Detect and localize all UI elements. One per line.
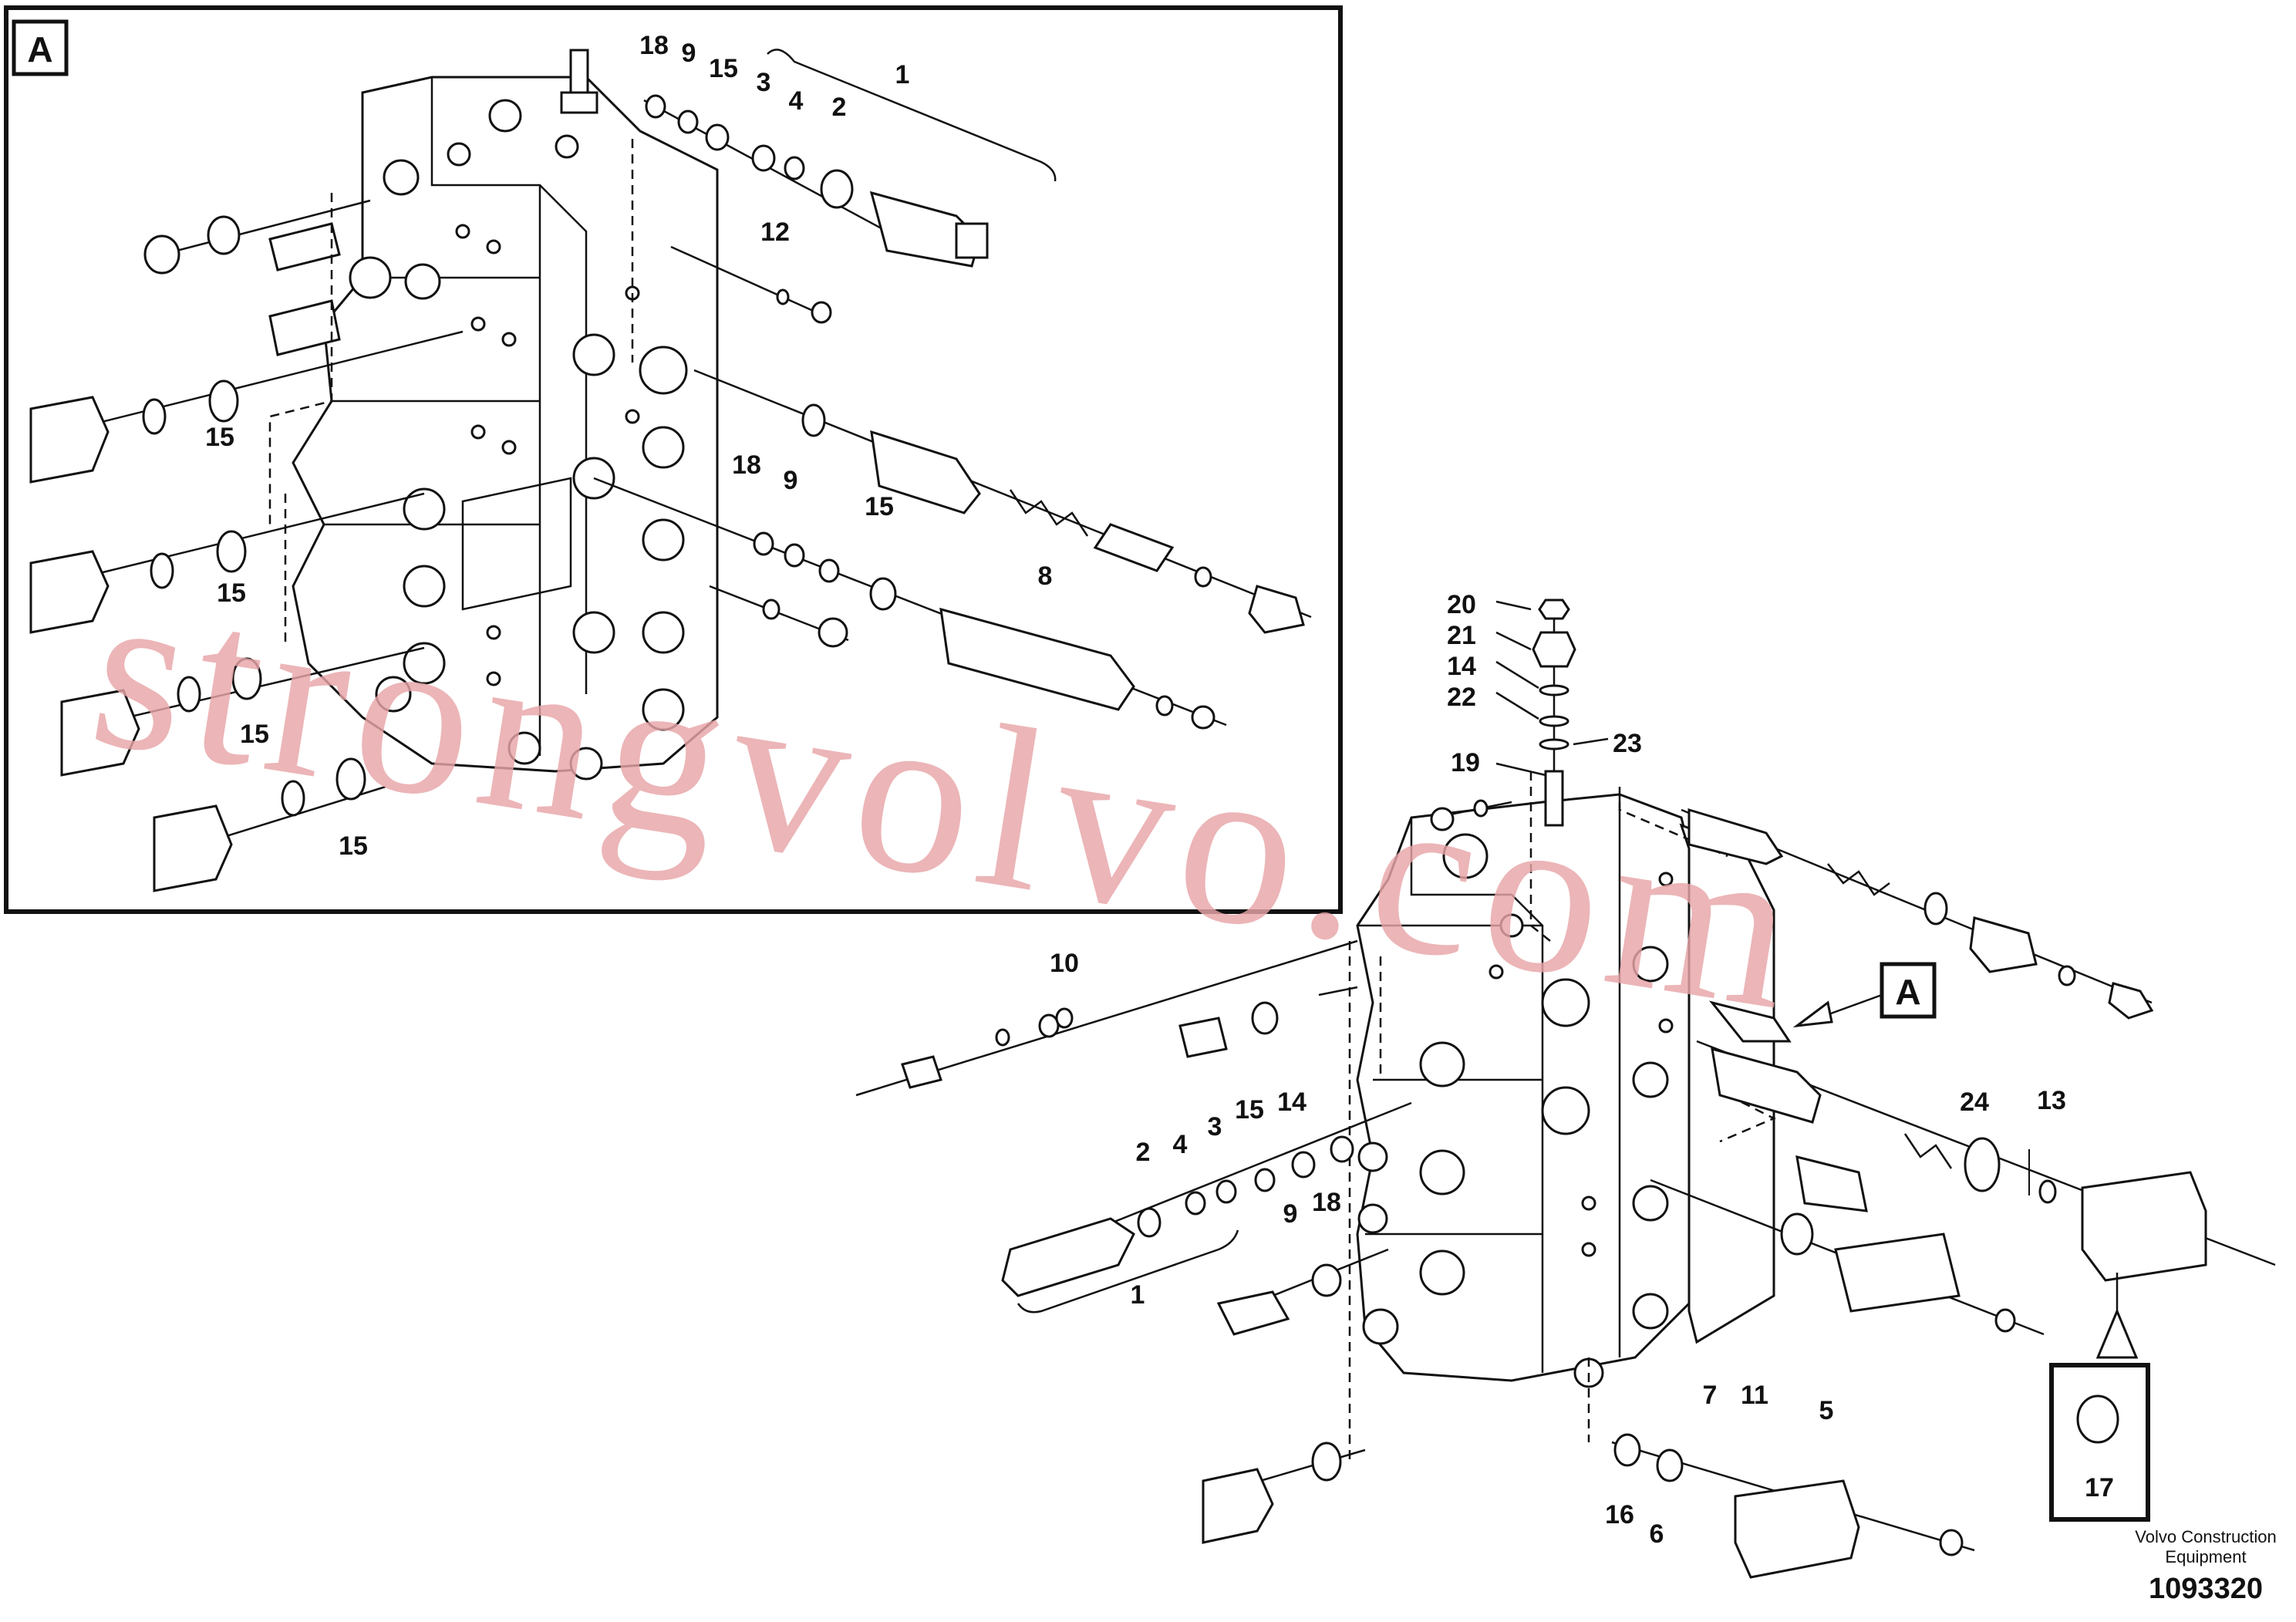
main-label-14: 14 <box>1447 652 1476 681</box>
inset-label-9: 9 <box>784 466 798 495</box>
inset-label-3: 3 <box>757 68 771 97</box>
main-label-10: 10 <box>1050 949 1079 978</box>
main-label-7: 7 <box>1703 1381 1718 1410</box>
main-assembly <box>1348 787 1776 1465</box>
inset-relief-valve-8 <box>593 477 1227 730</box>
inset-label-8: 8 <box>1038 561 1053 591</box>
detail-callout-box <box>12 19 69 76</box>
inset-left-plugs <box>29 193 464 892</box>
main-label-15: 15 <box>1235 1095 1264 1125</box>
main-label-2: 2 <box>1136 1138 1151 1167</box>
main-label-13: 13 <box>2037 1086 2066 1115</box>
main-right-spool <box>1696 1000 2276 1522</box>
inset-label-9: 9 <box>682 39 696 68</box>
main-label-6: 6 <box>1650 1519 1664 1549</box>
inset-label-2: 2 <box>832 93 847 122</box>
reference-callout-a: A <box>1792 962 1937 1028</box>
main-label-5: 5 <box>1819 1396 1834 1425</box>
main-label-19: 19 <box>1451 748 1480 777</box>
inset-label-15: 15 <box>240 720 269 749</box>
main-label-1: 1 <box>1131 1280 1145 1310</box>
main-label-4: 4 <box>1173 1130 1188 1159</box>
main-label-11: 11 <box>1741 1381 1768 1410</box>
inset-valve-body <box>292 49 719 781</box>
inset-label-15: 15 <box>217 578 246 608</box>
main-left-relief-valve <box>1001 1101 1412 1313</box>
inset-bolt-12 <box>670 245 832 324</box>
main-label-21: 21 <box>1447 621 1476 650</box>
main-left-lower-plug <box>1202 1248 1389 1544</box>
main-label-17: 17 <box>2085 1473 2114 1502</box>
document-number: 1093320 <box>2149 1573 2263 1605</box>
inset-label-15: 15 <box>205 423 234 452</box>
main-top-left-bolt <box>1430 799 1512 831</box>
publisher-footer: Volvo Construction Equipment 1093320 <box>2135 1527 2276 1605</box>
inset-label-15: 15 <box>709 54 738 83</box>
publisher-line-2: Equipment <box>2165 1547 2246 1566</box>
inset-mid-spool <box>693 369 1312 634</box>
main-label-23: 23 <box>1613 729 1642 758</box>
inset-label-15: 15 <box>339 831 368 861</box>
detail-callout-letter: A <box>27 29 52 69</box>
main-right-cover <box>1650 1179 2045 1336</box>
reference-callout-letter: A <box>1895 972 1920 1012</box>
inset-label-12: 12 <box>760 218 790 247</box>
main-top-stud-stack <box>1495 599 1609 942</box>
main-left-bolt-10 <box>855 939 1358 1097</box>
main-label-18: 18 <box>1312 1188 1341 1217</box>
inset-label-1: 1 <box>895 60 910 89</box>
inset-label-15: 15 <box>865 492 894 521</box>
main-label-20: 20 <box>1447 590 1476 619</box>
inset-label-18: 18 <box>639 31 669 60</box>
publisher-line-1: Volvo Construction <box>2135 1527 2276 1546</box>
main-label-24: 24 <box>1960 1088 1989 1117</box>
main-label-22: 22 <box>1447 683 1476 712</box>
inset-top-valve-stack <box>631 49 1057 363</box>
main-label-3: 3 <box>1208 1112 1222 1141</box>
main-label-9: 9 <box>1283 1199 1298 1229</box>
main-lower-cover <box>1611 1433 1975 1579</box>
inset-label-18: 18 <box>732 450 761 480</box>
inset-label-4: 4 <box>789 86 804 116</box>
main-label-16: 16 <box>1605 1500 1634 1529</box>
main-top-right-spool <box>1681 808 2154 1020</box>
main-label-14: 14 <box>1277 1088 1306 1117</box>
detail-a-inset: A <box>4 5 1343 914</box>
